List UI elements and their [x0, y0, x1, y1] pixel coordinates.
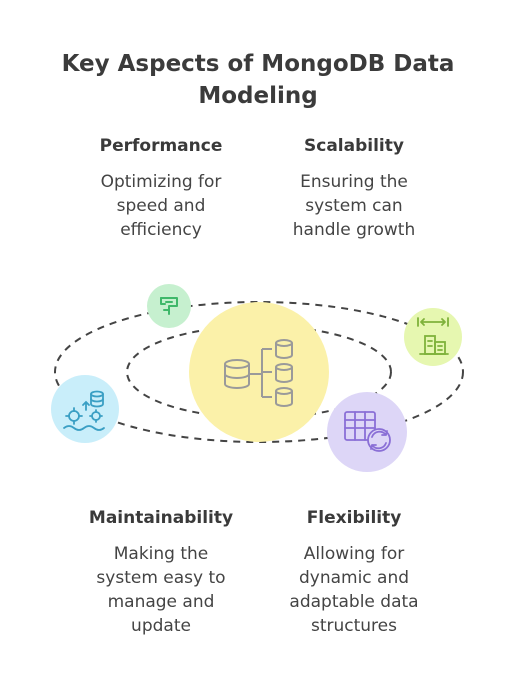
desc-line: system easy to	[96, 568, 226, 588]
desc-line: Allowing for	[303, 544, 405, 564]
desc-line: Optimizing for	[100, 172, 222, 192]
desc-line: handle growth	[292, 220, 416, 240]
scalability-building-icon	[404, 308, 462, 366]
desc-line: update	[131, 616, 191, 636]
flexible-table-icon	[327, 392, 407, 472]
desc-line: manage and	[107, 592, 215, 612]
performance-description: Optimizing for speed and efficiency	[51, 170, 271, 242]
desc-line: speed and	[116, 196, 206, 216]
diagram-title: Key Aspects of MongoDB Data Modeling	[0, 48, 516, 112]
maintainability-block: Maintainability Making the system easy t…	[51, 506, 271, 638]
database-connection-icon	[189, 302, 329, 442]
flexibility-heading: Flexibility	[306, 508, 402, 528]
title-line-1: Key Aspects of MongoDB Data	[61, 51, 455, 77]
desc-line: structures	[310, 616, 397, 636]
flexibility-block: Flexibility Allowing for dynamic and ada…	[244, 506, 464, 638]
desc-line: efficiency	[120, 220, 202, 240]
maintenance-gears-icon	[51, 375, 119, 443]
desc-line: Ensuring the	[300, 172, 408, 192]
desc-line: system can	[305, 196, 403, 216]
performance-route-icon	[147, 284, 191, 328]
performance-heading: Performance	[99, 136, 223, 156]
maintainability-heading: Maintainability	[88, 508, 234, 528]
scalability-heading: Scalability	[304, 136, 404, 156]
scalability-block: Scalability Ensuring the system can hand…	[244, 134, 464, 242]
title-line-2: Modeling	[198, 83, 318, 109]
scalability-description: Ensuring the system can handle growth	[244, 170, 464, 242]
maintainability-description: Making the system easy to manage and upd…	[51, 542, 271, 638]
desc-line: Making the	[113, 544, 209, 564]
flexibility-description: Allowing for dynamic and adaptable data …	[244, 542, 464, 638]
performance-block: Performance Optimizing for speed and eff…	[51, 134, 271, 242]
desc-line: adaptable data	[289, 592, 419, 612]
desc-line: dynamic and	[298, 568, 410, 588]
outer-orbit	[54, 301, 464, 443]
